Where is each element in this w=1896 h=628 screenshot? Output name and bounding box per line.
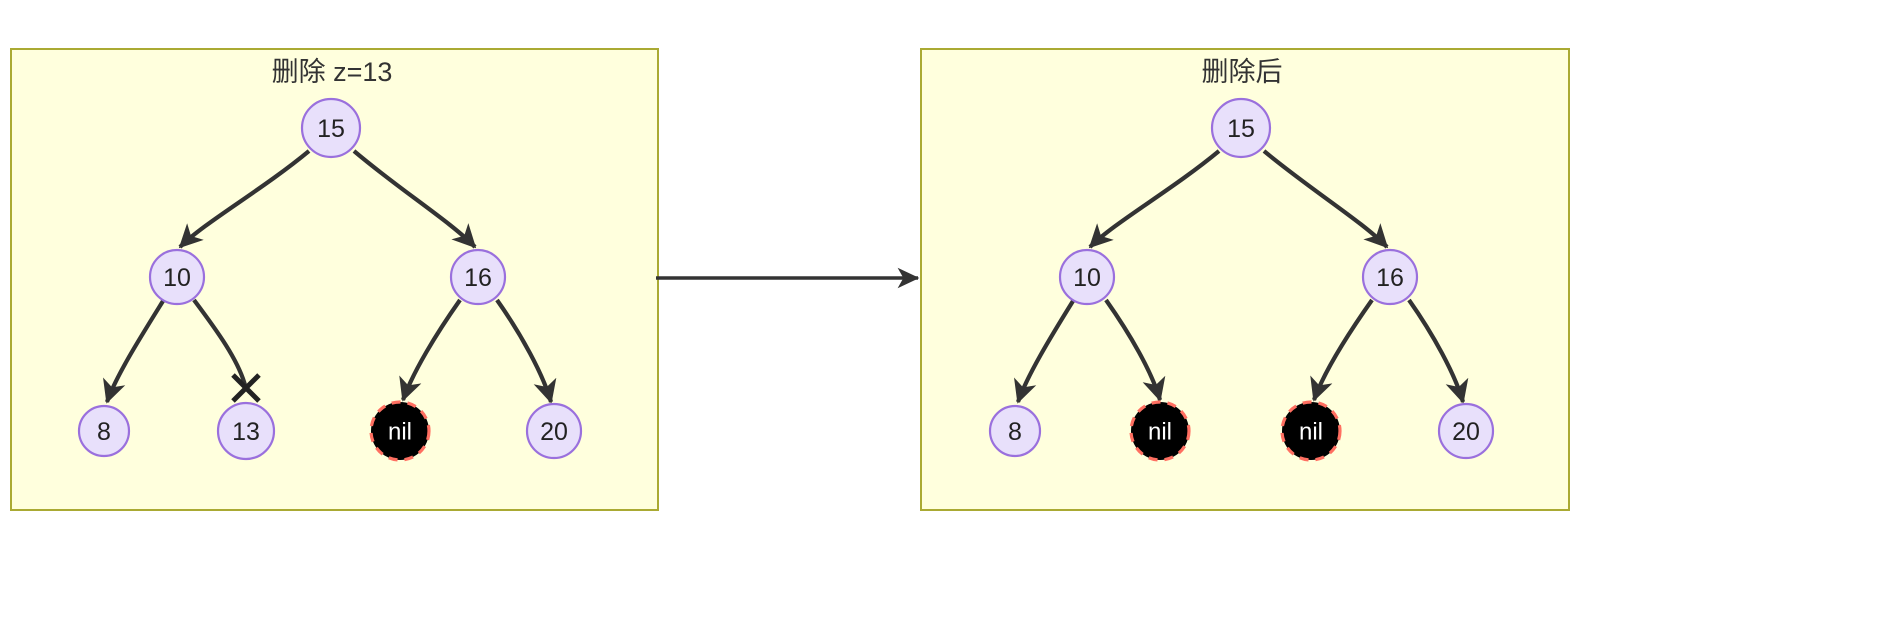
nil-node-circle[interactable] (369, 400, 431, 462)
edge-n10-to-n8 (103, 299, 165, 404)
node-circle[interactable] (1210, 97, 1272, 159)
node-label: 15 (317, 115, 345, 143)
edges-before (103, 149, 557, 404)
edge-m10-to-m8 (1014, 299, 1075, 404)
node-label: 16 (464, 264, 492, 292)
delete-cross-marker (231, 373, 261, 403)
tree-node-16-after[interactable]: 16 (1361, 248, 1419, 306)
node-circle[interactable] (300, 97, 362, 159)
node-label: 20 (540, 418, 568, 446)
edge-n16-to-nnil1 (399, 298, 462, 402)
node-label: 13 (232, 418, 260, 446)
node-circle[interactable] (525, 402, 583, 460)
node-label: 10 (163, 264, 191, 292)
tree-node-16-before[interactable]: 16 (449, 248, 507, 306)
node-circle[interactable] (77, 404, 131, 458)
tree-node-20-before[interactable]: 20 (525, 402, 583, 460)
node-label: 15 (1227, 115, 1255, 143)
node-label: 20 (1452, 418, 1480, 446)
panels-layer: 删除 z=13 15 10 16 8 13 nil 20 删除后 15 10 16 8 nil nil 20 (10, 48, 1570, 511)
edge-n15-to-n10 (178, 149, 311, 249)
cross-stroke-b (231, 373, 261, 403)
nodes-after: 15 10 16 8 nil nil 20 (988, 97, 1495, 462)
nil-node-circle[interactable] (1129, 400, 1191, 462)
tree-node-10-after[interactable]: 10 (1058, 248, 1116, 306)
tree-node-8-before[interactable]: 8 (77, 404, 131, 458)
node-circle[interactable] (988, 404, 1042, 458)
edge-m15-to-m10 (1088, 149, 1221, 249)
nodes-before: 15 10 16 8 13 nil 20 (77, 97, 583, 462)
node-label: 8 (97, 418, 111, 446)
panel-title-after: 删除后 (1202, 57, 1283, 87)
node-circle[interactable] (1437, 402, 1495, 460)
edge-m16-to-mnil2 (1310, 298, 1374, 402)
tree-node-15-after[interactable]: 15 (1210, 97, 1272, 159)
nil-node-circle[interactable] (1280, 400, 1342, 462)
node-label: 8 (1008, 418, 1022, 446)
tree-node-nil-after[interactable]: nil (1280, 400, 1342, 462)
node-label: nil (1148, 419, 1172, 446)
edges-after (1014, 149, 1469, 404)
edge-n10-to-n13 (192, 298, 248, 386)
tree-node-8-after[interactable]: 8 (988, 404, 1042, 458)
node-label: nil (388, 419, 412, 446)
edge-m16-to-m20 (1407, 298, 1469, 404)
tree-node-nil-before[interactable]: nil (369, 400, 431, 462)
tree-node-10-before[interactable]: 10 (148, 248, 206, 306)
edge-n16-to-n20 (495, 298, 557, 404)
node-circle[interactable] (148, 248, 206, 306)
edge-m10-to-mnil1 (1104, 298, 1166, 402)
edge-n15-to-n16 (352, 149, 477, 249)
node-circle[interactable] (216, 401, 276, 461)
node-label: nil (1299, 419, 1323, 446)
node-circle[interactable] (1361, 248, 1419, 306)
edge-m15-to-m16 (1262, 149, 1389, 249)
tree-node-13-before[interactable]: 13 (216, 401, 276, 461)
node-label: 16 (1376, 264, 1404, 292)
node-circle[interactable] (1058, 248, 1116, 306)
tree-node-20-after[interactable]: 20 (1437, 402, 1495, 460)
node-label: 10 (1073, 264, 1101, 292)
tree-node-15-before[interactable]: 15 (300, 97, 362, 159)
panel-title-before: 删除 z=13 (272, 57, 393, 87)
tree-node-nil-after[interactable]: nil (1129, 400, 1191, 462)
node-circle[interactable] (449, 248, 507, 306)
panel-before: 删除 z=13 15 10 16 8 13 nil 20 (10, 48, 659, 511)
panel-after: 删除后 15 10 16 8 nil nil 20 (920, 48, 1570, 511)
